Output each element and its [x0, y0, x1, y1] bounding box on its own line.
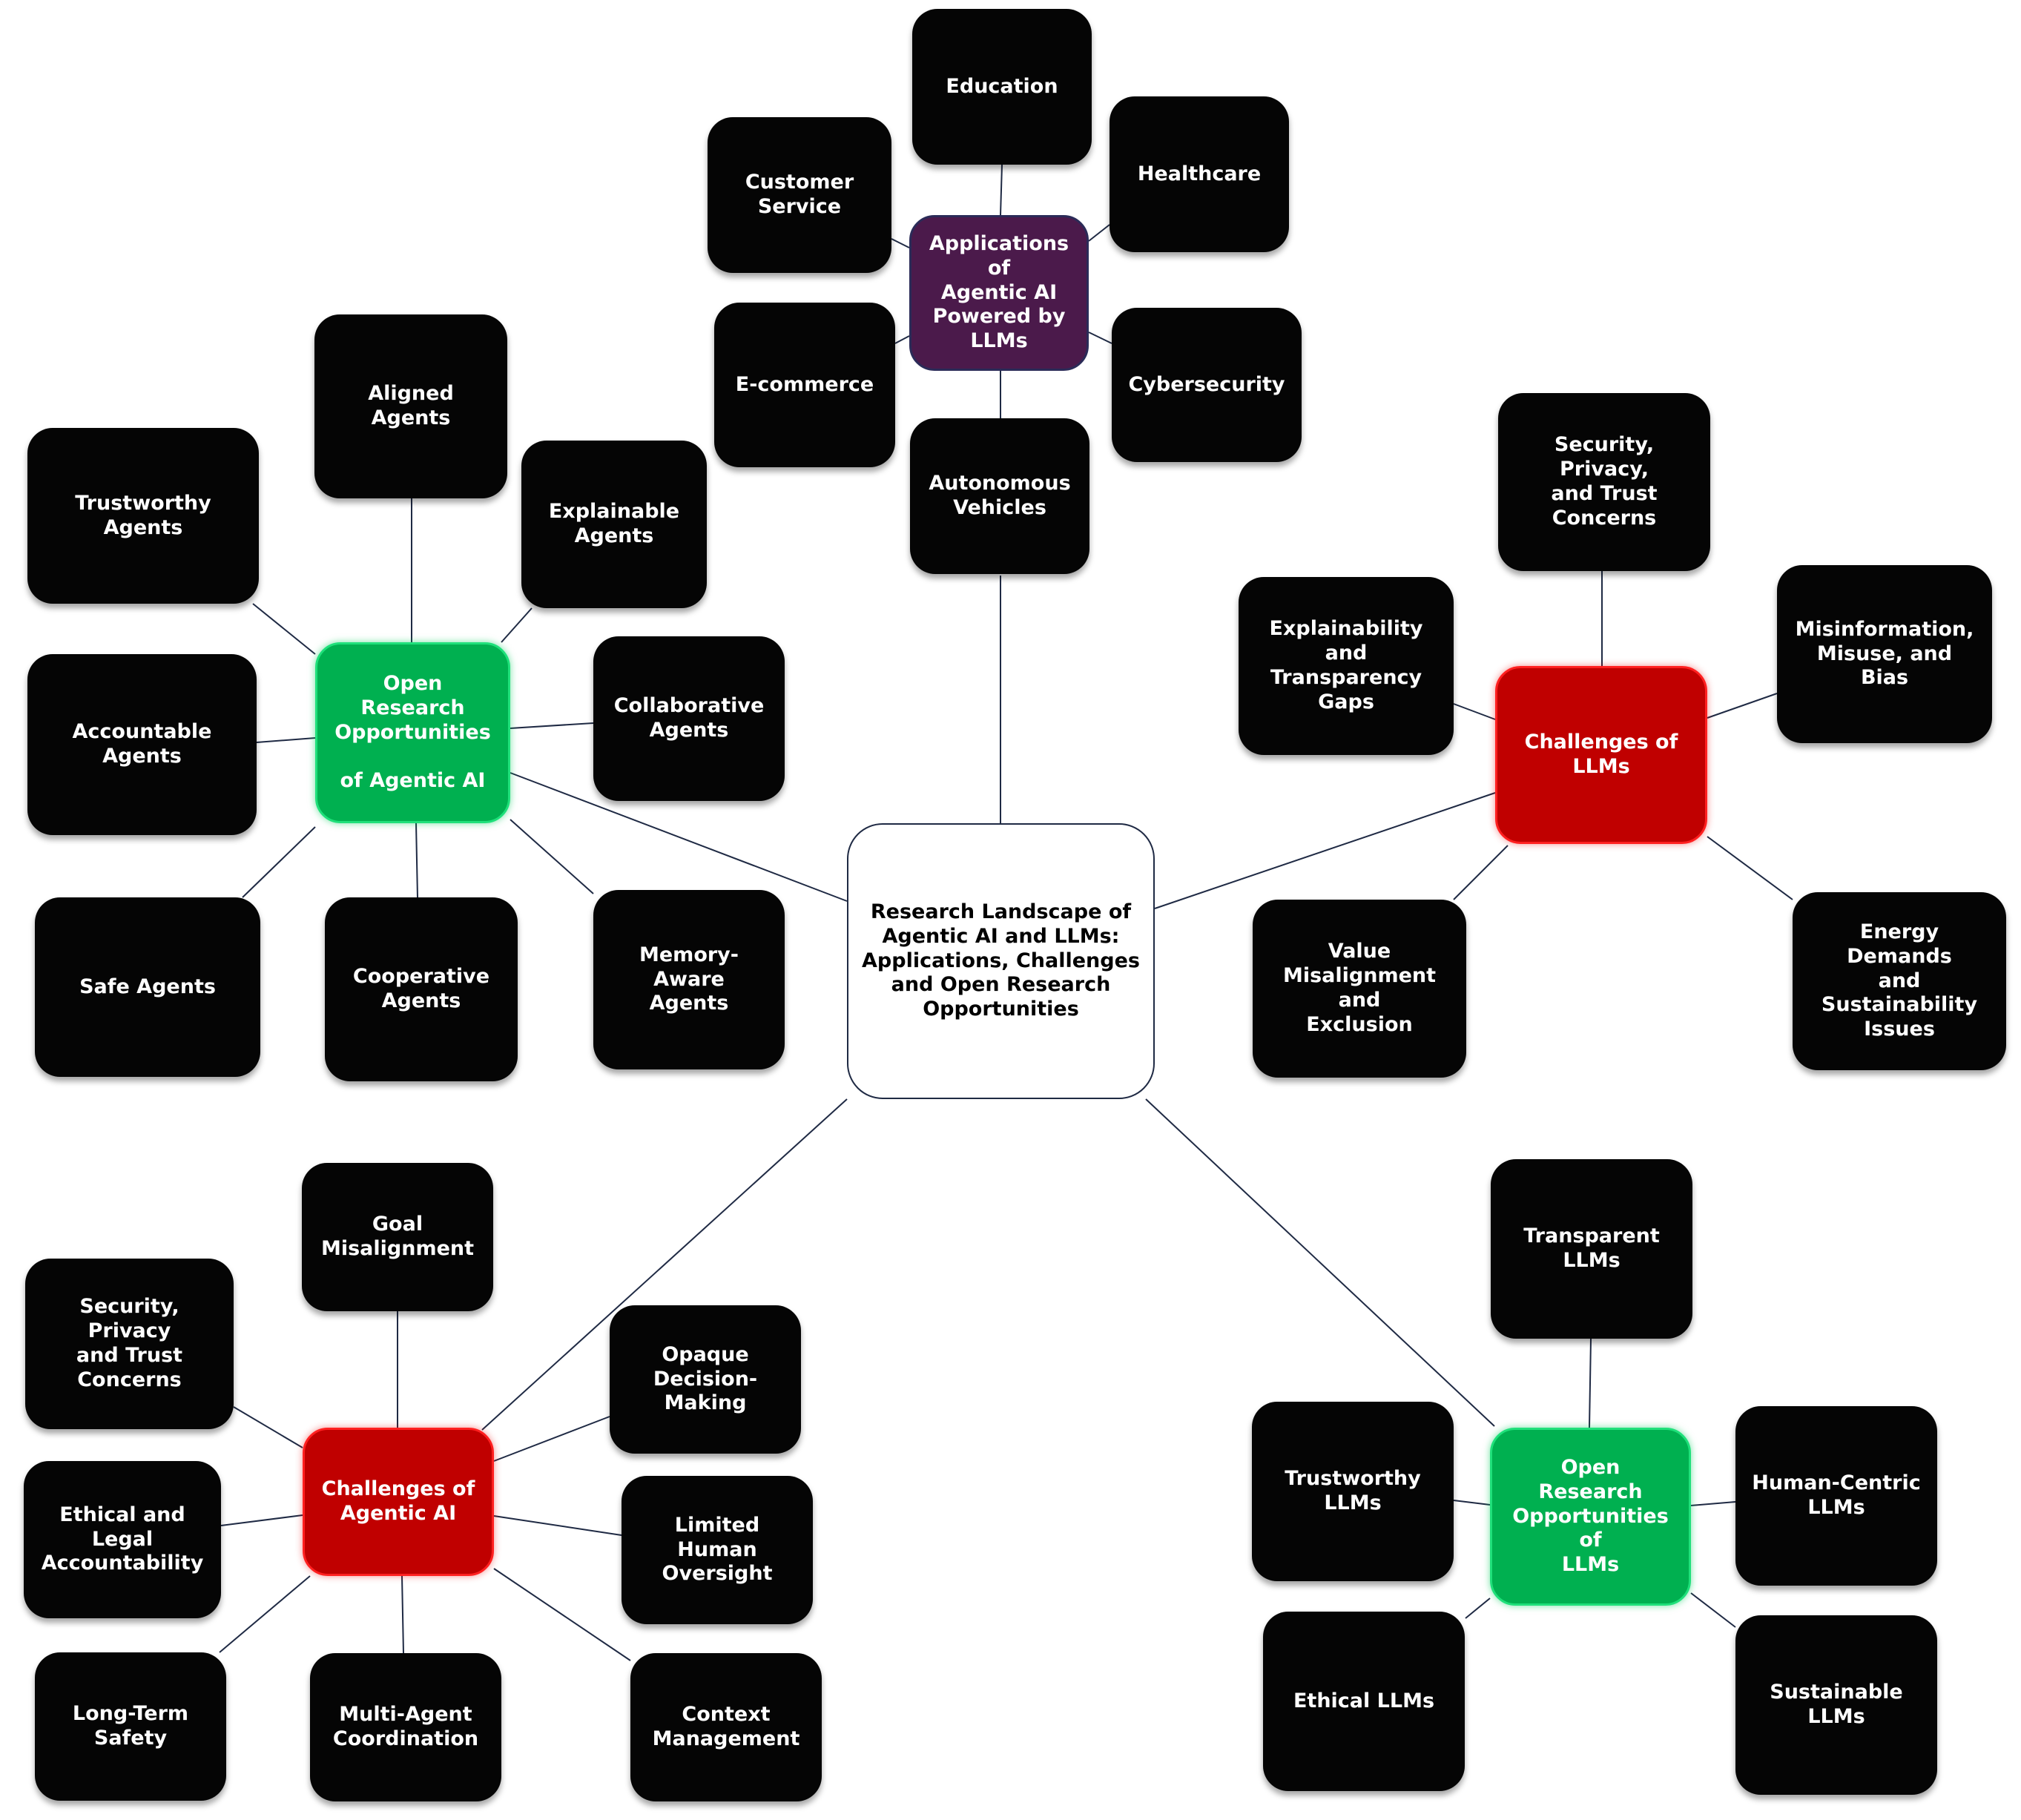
education-node: Education [912, 9, 1092, 165]
cooperative-agents-node: Cooperative Agents [325, 897, 518, 1081]
explainable-agents-node: Explainable Agents [521, 441, 707, 608]
open-research-llms-hub-node: Open Research Opportunities of LLMs [1490, 1428, 1691, 1606]
long-term-safety-node: Long-Term Safety [35, 1652, 226, 1801]
autonomous-vehicles-node: Autonomous Vehicles [910, 418, 1089, 574]
sustainable-llms-node: Sustainable LLMs [1735, 1615, 1937, 1795]
safe-agents-node: Safe Agents [35, 897, 260, 1077]
human-centric-llms-node: Human-Centric LLMs [1735, 1406, 1937, 1586]
value-misalignment-node: Value Misalignment and Exclusion [1253, 900, 1466, 1078]
central-topic-node: Research Landscape of Agentic AI and LLM… [847, 823, 1155, 1099]
transparent-llms-node: Transparent LLMs [1491, 1159, 1692, 1339]
applications-hub-node: Applications of Agentic AI Powered by LL… [909, 215, 1089, 371]
energy-sustainability-node: Energy Demands and Sustainability Issues [1793, 892, 2006, 1070]
security-privacy-trust-llms-node: Security, Privacy, and Trust Concerns [1498, 393, 1710, 571]
challenges-agentic-hub-node: Challenges of Agentic AI [303, 1428, 494, 1576]
collaborative-agents-node: Collaborative Agents [593, 636, 785, 801]
multi-agent-coordination-node: Multi-Agent Coordination [310, 1653, 501, 1801]
memory-aware-agents-node: Memory-Aware Agents [593, 890, 785, 1069]
limited-human-oversight-node: Limited Human Oversight [622, 1476, 813, 1624]
healthcare-node: Healthcare [1110, 96, 1289, 252]
ethical-legal-accountability-node: Ethical and Legal Accountability [24, 1461, 221, 1618]
customer-service-node: Customer Service [708, 117, 891, 273]
goal-misalignment-node: Goal Misalignment [302, 1163, 493, 1311]
context-management-node: Context Management [630, 1653, 822, 1801]
accountable-agents-node: Accountable Agents [27, 654, 257, 835]
opaque-decision-making-node: Opaque Decision-Making [610, 1305, 801, 1454]
misinformation-misuse-bias-node: Misinformation, Misuse, and Bias [1777, 565, 1992, 743]
challenges-llms-hub-node: Challenges of LLMs [1495, 666, 1707, 844]
e-commerce-node: E-commerce [714, 303, 895, 467]
open-research-agentic-hub-node: Open Research Opportunities of Agentic A… [315, 642, 510, 823]
trustworthy-agents-node: Trustworthy Agents [27, 428, 259, 604]
aligned-agents-node: Aligned Agents [314, 314, 507, 498]
explainability-transparency-node: Explainability and Transparency Gaps [1239, 577, 1454, 755]
security-privacy-trust-agentic-node: Security, Privacy and Trust Concerns [25, 1259, 234, 1429]
ethical-llms-node: Ethical LLMs [1263, 1612, 1465, 1791]
cybersecurity-node: Cybersecurity [1112, 308, 1302, 462]
trustworthy-llms-node: Trustworthy LLMs [1252, 1402, 1454, 1581]
